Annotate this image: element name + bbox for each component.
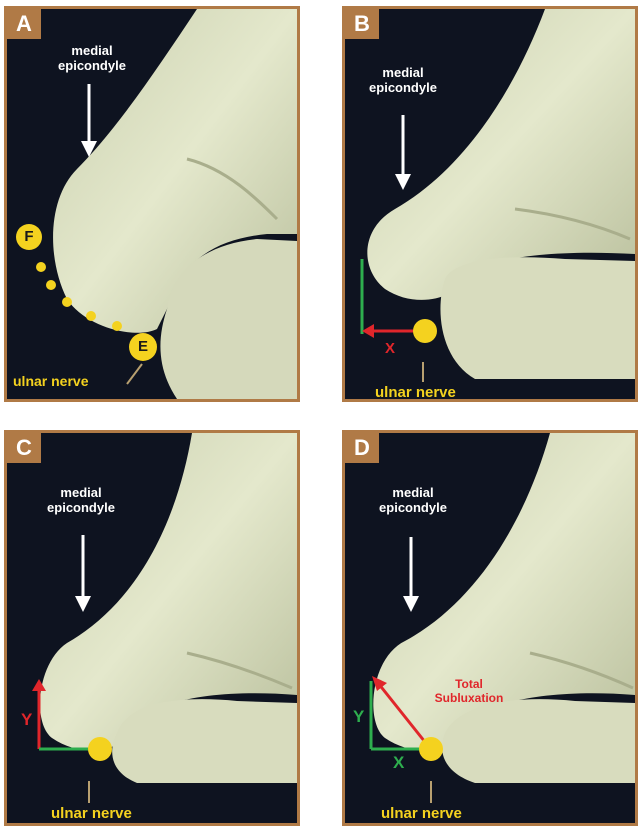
total-subluxation-label: Total Subluxation xyxy=(419,677,519,705)
y-label: Y xyxy=(21,710,32,730)
x-label: X xyxy=(393,753,404,773)
ulnar-nerve-marker xyxy=(419,737,443,761)
medial-epicondyle-label: medial epicondyle xyxy=(355,65,451,95)
panel-letter: C xyxy=(7,433,41,463)
ulnar-nerve-label: ulnar nerve xyxy=(13,373,88,389)
ulnar-nerve-marker xyxy=(88,737,112,761)
panel-letter: D xyxy=(345,433,379,463)
ulnar-nerve-marker xyxy=(413,319,437,343)
y-label: Y xyxy=(353,707,364,727)
ulnar-nerve-label: ulnar nerve xyxy=(51,805,132,822)
panel-c: C medial epicondyle Y ulnar nerve xyxy=(4,430,300,826)
point-e-label: E xyxy=(134,338,152,355)
panel-b: B medial epicondyle X ulnar nerve xyxy=(342,6,638,402)
medial-epicondyle-label: medial epicondyle xyxy=(47,43,137,73)
ulnar-nerve-label: ulnar nerve xyxy=(375,384,456,401)
panel-a: A medial epicondyle F E ulnar nerve xyxy=(4,6,300,402)
panel-letter: B xyxy=(345,9,379,39)
x-label: X xyxy=(385,340,395,357)
medial-epicondyle-label: medial epicondyle xyxy=(363,485,463,515)
panel-d: D medial epicondyle Total Subluxation Y … xyxy=(342,430,638,826)
ulnar-nerve-label: ulnar nerve xyxy=(381,805,462,822)
panel-letter: A xyxy=(7,9,41,39)
point-f-label: F xyxy=(20,228,38,245)
medial-epicondyle-label: medial epicondyle xyxy=(31,485,131,515)
